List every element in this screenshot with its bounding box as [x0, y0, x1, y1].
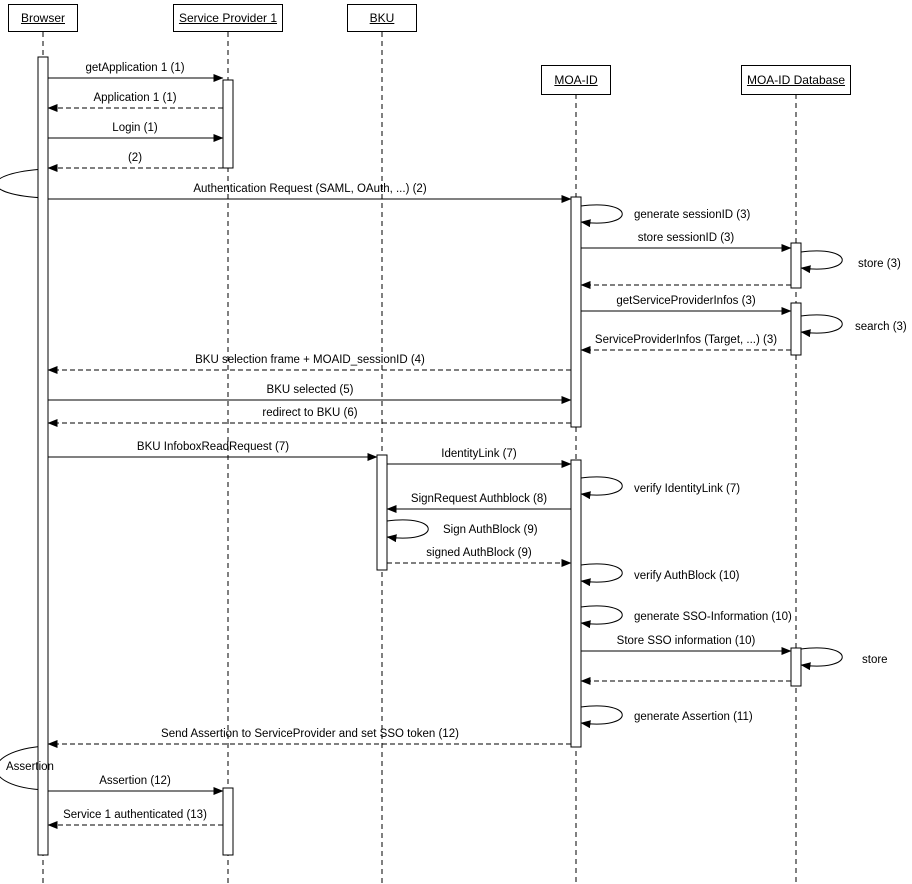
message-bku-selection-frame: BKU selection frame + MOAID_sessionID (4… [195, 354, 425, 366]
actor-service-provider-label: Service Provider 1 [178, 11, 278, 25]
activation-bku [376, 454, 388, 571]
loop-generate-assertion [580, 705, 623, 729]
message-store-3: store (3) [858, 258, 901, 270]
loop-store-3 [800, 250, 843, 274]
message-store-sso-information: Store SSO information (10) [616, 635, 756, 647]
message-store: store [862, 654, 888, 666]
message-sign-authblock: Sign AuthBlock (9) [443, 524, 538, 536]
loop-verify-authblock [580, 563, 623, 587]
message-verify-authblock: verify AuthBlock (10) [634, 570, 740, 582]
message-generate-session-id: generate sessionID (3) [634, 209, 751, 221]
activations [37, 56, 802, 856]
loop-generate-session-id [580, 204, 623, 228]
message-return-2: (2) [127, 152, 143, 164]
message-application: Application 1 (1) [93, 92, 177, 104]
message-identity-link: IdentityLink (7) [441, 448, 517, 460]
activation-db-3 [790, 647, 802, 687]
activation-browser [37, 56, 49, 856]
message-bku-selected: BKU selected (5) [266, 384, 354, 396]
loop-verify-identity-link [580, 476, 623, 500]
message-arrows [47, 74, 843, 829]
message-search-3: search (3) [855, 321, 907, 333]
message-generate-sso-information: generate SSO-Information (10) [634, 611, 792, 623]
message-assertion-12: Assertion (12) [99, 775, 171, 787]
message-signed-authblock: signed AuthBlock (9) [426, 547, 532, 559]
message-generate-assertion: generate Assertion (11) [634, 711, 753, 723]
actor-browser: Browser [8, 4, 78, 32]
actor-bku-label: BKU [369, 11, 395, 25]
loop-search-3 [800, 314, 843, 338]
arc-assertion-flow [0, 745, 46, 791]
message-send-assertion: Send Assertion to ServiceProvider and se… [161, 728, 459, 740]
activation-service-provider-2 [222, 787, 234, 856]
arc-auth-request-flow [0, 168, 46, 199]
flow-arcs [0, 168, 46, 791]
actor-bku: BKU [347, 4, 417, 32]
loop-generate-sso-information [580, 605, 623, 629]
lifelines [42, 32, 797, 884]
message-assertion: Assertion [6, 761, 54, 773]
message-verify-identity-link: verify IdentityLink (7) [634, 483, 741, 495]
activation-moa-id-2 [570, 459, 582, 748]
actor-browser-label: Browser [20, 11, 65, 25]
message-get-application: getApplication 1 (1) [85, 62, 185, 74]
activation-db-2 [790, 302, 802, 356]
message-login: Login (1) [112, 122, 158, 134]
message-service-provider-infos: ServiceProviderInfos (Target, ...) (3) [594, 334, 778, 346]
activation-moa-id-1 [570, 196, 582, 428]
message-bku-infobox-read-request: BKU InfoboxReadRequest (7) [136, 441, 290, 453]
message-sign-request-authblock: SignRequest Authblock (8) [410, 493, 548, 505]
activation-db-1 [790, 242, 802, 289]
message-auth-request: Authentication Request (SAML, OAuth, ...… [193, 183, 427, 195]
actor-moa-id-database-label: MOA-ID Database [746, 73, 846, 87]
actor-service-provider: Service Provider 1 [173, 4, 283, 32]
loop-sign-authblock [386, 519, 429, 543]
actor-moa-id-database: MOA-ID Database [741, 65, 851, 95]
actor-moa-id-label: MOA-ID [554, 73, 598, 87]
actor-moa-id: MOA-ID [541, 65, 611, 95]
message-service-1-authenticated: Service 1 authenticated (13) [63, 809, 207, 821]
message-redirect-to-bku: redirect to BKU (6) [262, 407, 358, 419]
loop-store [800, 647, 843, 671]
message-get-service-provider-infos: getServiceProviderInfos (3) [616, 295, 756, 307]
activation-service-provider-1 [222, 79, 234, 169]
message-store-session-id: store sessionID (3) [637, 232, 735, 244]
